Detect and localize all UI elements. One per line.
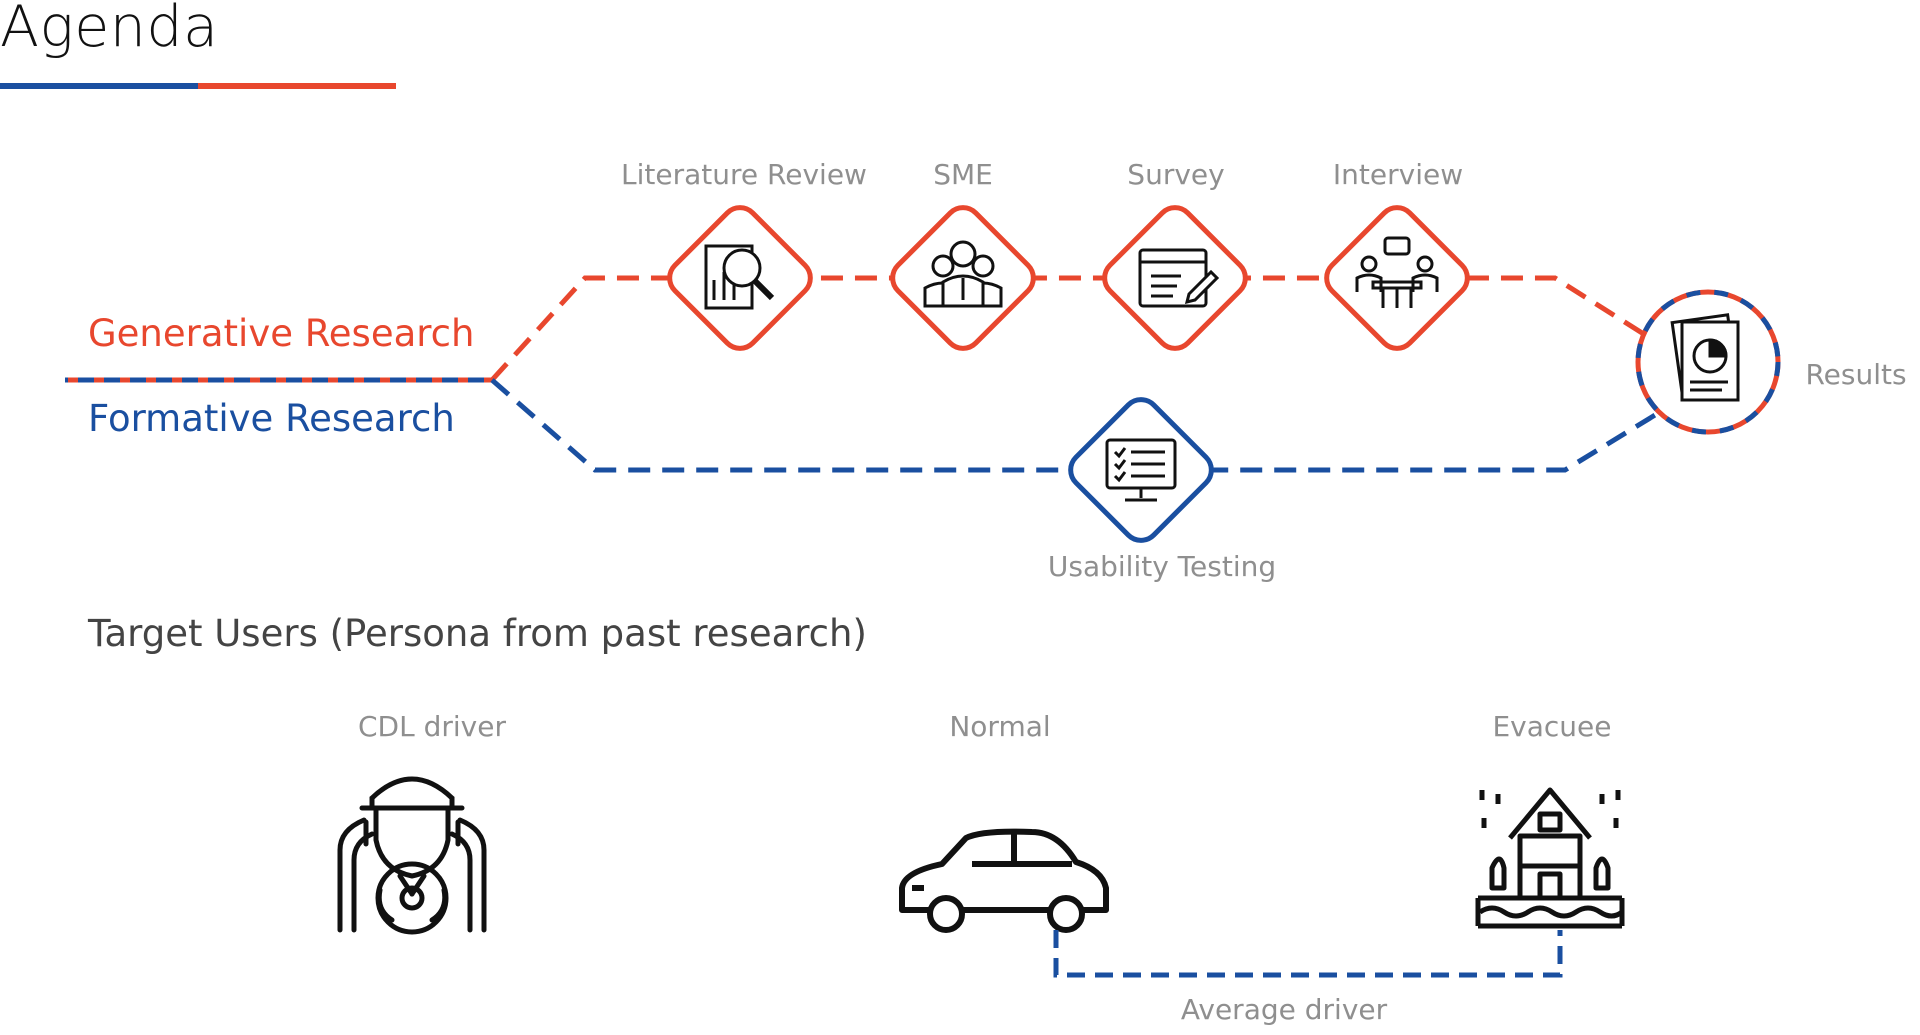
persona-evacuee-label: Evacuee [1492,710,1612,743]
flooded-house-icon [1475,787,1625,929]
usability-testing-label: Usability Testing [1047,550,1277,583]
persona-cdl-driver-label: CDL driver [358,710,506,743]
truck-driver-icon [337,776,487,935]
form-pen-icon [1138,248,1220,308]
average-driver-connector [1053,930,1563,978]
experts-group-icon [923,240,1003,308]
target-users-heading: Target Users (Persona from past research… [88,612,867,655]
results-node [1635,289,1781,435]
results-label: Results [1805,358,1907,391]
generative-path [490,275,1652,382]
formative-research-label: Formative Research [88,397,455,440]
interview-table-icon [1355,236,1439,308]
title-underline-blue [0,83,198,89]
literature-review-node [667,205,813,351]
page-title: Agenda [0,0,219,60]
persona-normal-label: Normal [949,710,1051,743]
monitor-checklist-icon [1105,438,1177,502]
usability-testing-node [1068,397,1214,543]
title-underline-red [198,83,396,89]
sme-node [890,205,1036,351]
literature-review-label: Literature Review [621,158,867,191]
interview-node [1324,205,1470,351]
survey-node [1102,205,1248,351]
generative-research-label: Generative Research [88,312,475,355]
average-driver-label: Average driver [1180,993,1388,1026]
sme-label: SME [933,158,993,191]
car-icon [899,828,1109,933]
report-magnifier-icon [704,244,775,310]
survey-label: Survey [1127,158,1225,191]
report-pie-chart-icon [1670,313,1740,402]
interview-label: Interview [1332,158,1464,191]
